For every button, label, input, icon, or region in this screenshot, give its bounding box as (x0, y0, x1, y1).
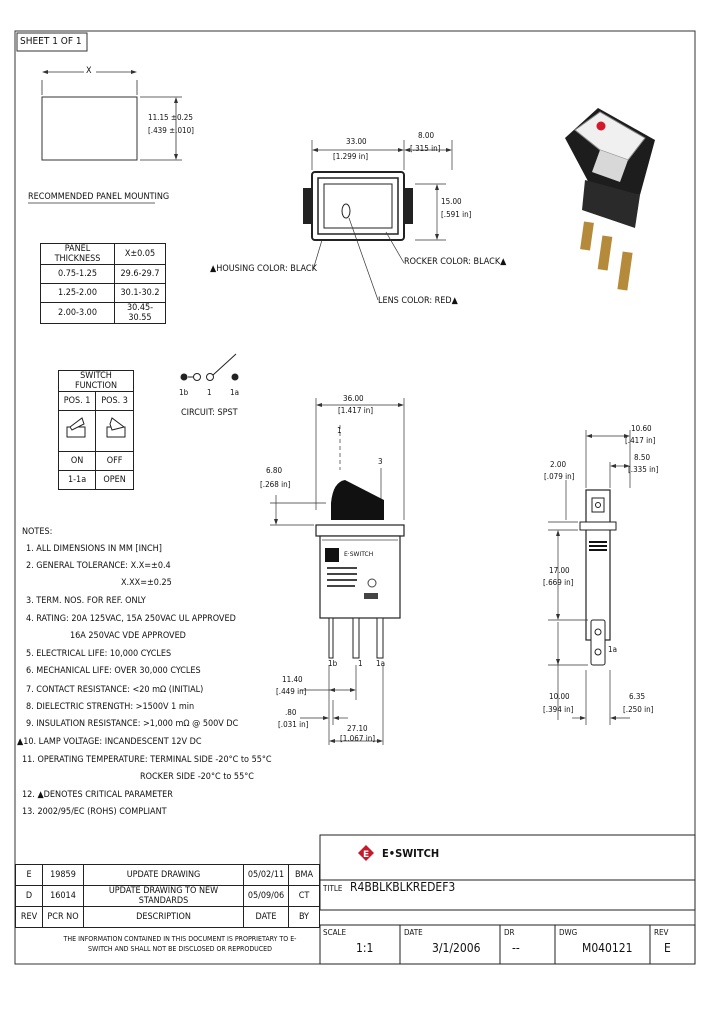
housing-color-label: ▲HOUSING COLOR: BLACK (210, 264, 317, 274)
rev-label: REV (654, 928, 669, 937)
scale-value: 1:1 (356, 941, 374, 955)
date-label: DATE (404, 928, 423, 937)
circuit-label-1a: 1a (230, 388, 239, 397)
svg-text:E·SWITCH: E·SWITCH (344, 551, 373, 558)
date-value: 3/1/2006 (432, 941, 481, 955)
rev-value: E (664, 941, 671, 955)
term-1: 1 (358, 659, 363, 668)
dwg-label: DWG (559, 928, 578, 937)
notes-title: NOTES: (22, 527, 53, 537)
dim-d3: 27.10 (347, 724, 368, 733)
dim-d1-in: [.449 in] (276, 687, 307, 696)
end-dim-inner-in: [.335 in] (628, 465, 659, 474)
end-dim-pinw: 6.35 (629, 692, 646, 701)
dim-d2-in: [.031 in] (278, 720, 309, 729)
svg-text:E: E (363, 850, 369, 860)
pos3-label: 3 (378, 457, 383, 466)
end-dim-pin: 10.00 (549, 692, 570, 701)
note-line: 8. DIELECTRIC STRENGTH: >1500V 1 min (26, 702, 195, 712)
note-line: 16A 250VAC VDE APPROVED (70, 631, 186, 641)
drawing-title: R4BBLKBLKREDEF3 (350, 880, 456, 894)
dim-d1: 11.40 (282, 675, 303, 684)
note-line: 6. MECHANICAL LIFE: OVER 30,000 CYCLES (26, 666, 201, 676)
rocker-color-label: ROCKER COLOR: BLACK▲ (404, 257, 507, 267)
end-dim-pinw-in: [.250 in] (623, 705, 654, 714)
note-line: 11. OPERATING TEMPERATURE: TERMINAL SIDE… (22, 755, 272, 765)
cutout-h-label: 11.15 ±0.25 (148, 113, 193, 122)
dr-value: -- (512, 941, 520, 955)
end-dim-body-in: [.669 in] (543, 578, 574, 587)
pos1-label: 1 (337, 426, 342, 435)
note-line: ROCKER SIDE -20°C to 55°C (140, 772, 254, 782)
dim-depth: 8.00 (418, 131, 435, 140)
end-dim-term-in: [.079 in] (544, 472, 575, 481)
scale-label: SCALE (323, 928, 347, 937)
panel-mounting-title: RECOMMENDED PANEL MOUNTING (28, 192, 170, 202)
table-header: PANEL THICKNESS (39, 243, 116, 265)
dim-d3-in: [1.067 in] (340, 734, 376, 743)
circuit-label-1b: 1b (179, 388, 189, 397)
company-logo-text: E•SWITCH (382, 847, 440, 860)
dim-depth-in: [.315 in] (410, 144, 441, 153)
eswitch-logo-icon: E (358, 845, 374, 861)
table-header: X±0.05 (114, 243, 166, 265)
proprietary-notice: THE INFORMATION CONTAINED IN THIS DOCUME… (63, 935, 297, 953)
end-term-1a: 1a (608, 645, 617, 654)
dim-width: 33.00 (346, 137, 367, 146)
note-line: 1. ALL DIMENSIONS IN MM [INCH] (26, 544, 162, 554)
dim-width-in: [1.299 in] (333, 152, 369, 161)
note-line: 3. TERM. NOS. FOR REF. ONLY (26, 596, 146, 606)
note-line: 12. ▲DENOTES CRITICAL PARAMETER (22, 790, 173, 800)
rocker-h-in: [.268 in] (260, 480, 291, 489)
dim-d2: .80 (285, 708, 297, 717)
side-width-in: [1.417 in] (338, 406, 374, 415)
dim-height: 15.00 (441, 197, 462, 206)
dwg-value: M040121 (582, 941, 633, 955)
lens-color-label: LENS COLOR: RED▲ (378, 296, 458, 306)
end-dim-total-in: [.417 in] (625, 436, 656, 445)
note-line: 2. GENERAL TOLERANCE: X.X=±0.4 (26, 561, 171, 571)
term-1b: 1b (328, 659, 338, 668)
sheet-label: SHEET 1 OF 1 (20, 36, 82, 47)
note-line: ▲10. LAMP VOLTAGE: INCANDESCENT 12V DC (17, 737, 202, 747)
end-dim-inner: 8.50 (634, 453, 651, 462)
note-line: 4. RATING: 20A 125VAC, 15A 250VAC UL APP… (26, 614, 236, 624)
end-dim-total: 10.60 (631, 424, 652, 433)
dim-height-in: [.591 in] (441, 210, 472, 219)
note-line: 13. 2002/95/EC (ROHS) COMPLIANT (22, 807, 167, 817)
end-dim-term: 2.00 (550, 460, 567, 469)
note-line: X.XX=±0.25 (121, 578, 172, 588)
switch-3d-render (565, 108, 655, 291)
term-1a: 1a (376, 659, 385, 668)
circuit-label-1: 1 (207, 388, 212, 397)
cutout-x-label: X (86, 66, 92, 76)
table-header: SWITCH FUNCTION (58, 370, 134, 392)
note-line: 9. INSULATION RESISTANCE: >1,000 mΩ @ 50… (26, 719, 239, 729)
end-dim-pin-in: [.394 in] (543, 705, 574, 714)
note-line: 5. ELECTRICAL LIFE: 10,000 CYCLES (26, 649, 172, 659)
note-line: 7. CONTACT RESISTANCE: <20 mΩ (INITIAL) (26, 685, 204, 695)
circuit-caption: CIRCUIT: SPST (181, 408, 238, 418)
cutout-h-in: [.439 ±.010] (148, 126, 194, 135)
side-width: 36.00 (343, 394, 364, 403)
rocker-h: 6.80 (266, 466, 283, 475)
dr-label: DR (504, 928, 515, 937)
end-dim-body: 17.00 (549, 566, 570, 575)
title-label: TITLE (323, 884, 343, 893)
